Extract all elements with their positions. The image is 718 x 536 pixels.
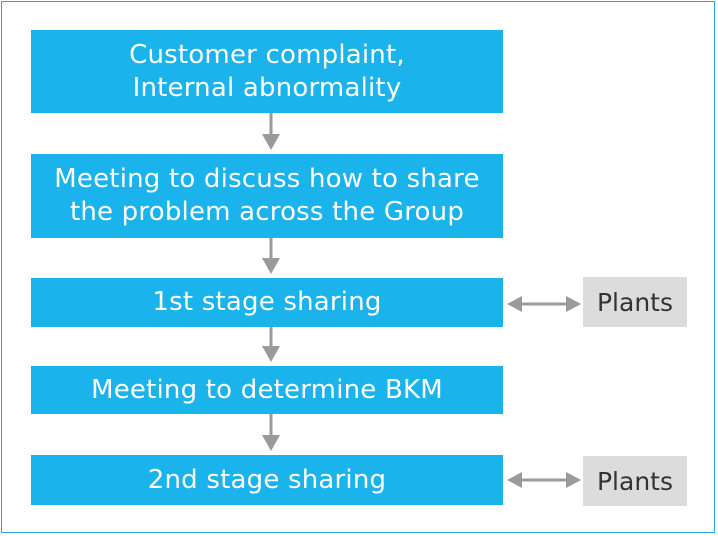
step-4-line-1: Meeting to determine BKM bbox=[91, 374, 443, 405]
step-discussion-meeting: Meeting to discuss how to share the prob… bbox=[31, 154, 503, 238]
plants-box-2-label: Plants bbox=[596, 466, 673, 496]
step-first-stage-sharing: 1st stage sharing bbox=[31, 278, 503, 327]
step-second-stage-sharing: 2nd stage sharing bbox=[31, 455, 503, 505]
step-1-line-2: Internal abnormality bbox=[132, 72, 402, 103]
step-bkm-meeting: Meeting to determine BKM bbox=[31, 366, 503, 414]
step-5-line-1: 2nd stage sharing bbox=[147, 464, 387, 495]
step-2-line-2: the problem across the Group bbox=[69, 197, 465, 227]
step-2-line-1: Meeting to discuss how to share bbox=[54, 164, 480, 194]
step-3-line-1: 1st stage sharing bbox=[152, 287, 382, 317]
plants-box-1: Plants bbox=[583, 277, 687, 327]
plants-box-1-label: Plants bbox=[596, 287, 673, 317]
step-1-line-1: Customer complaint, bbox=[129, 39, 405, 70]
step-customer-complaint: Customer complaint, Internal abnormality bbox=[31, 30, 503, 113]
plants-box-2: Plants bbox=[583, 456, 687, 506]
